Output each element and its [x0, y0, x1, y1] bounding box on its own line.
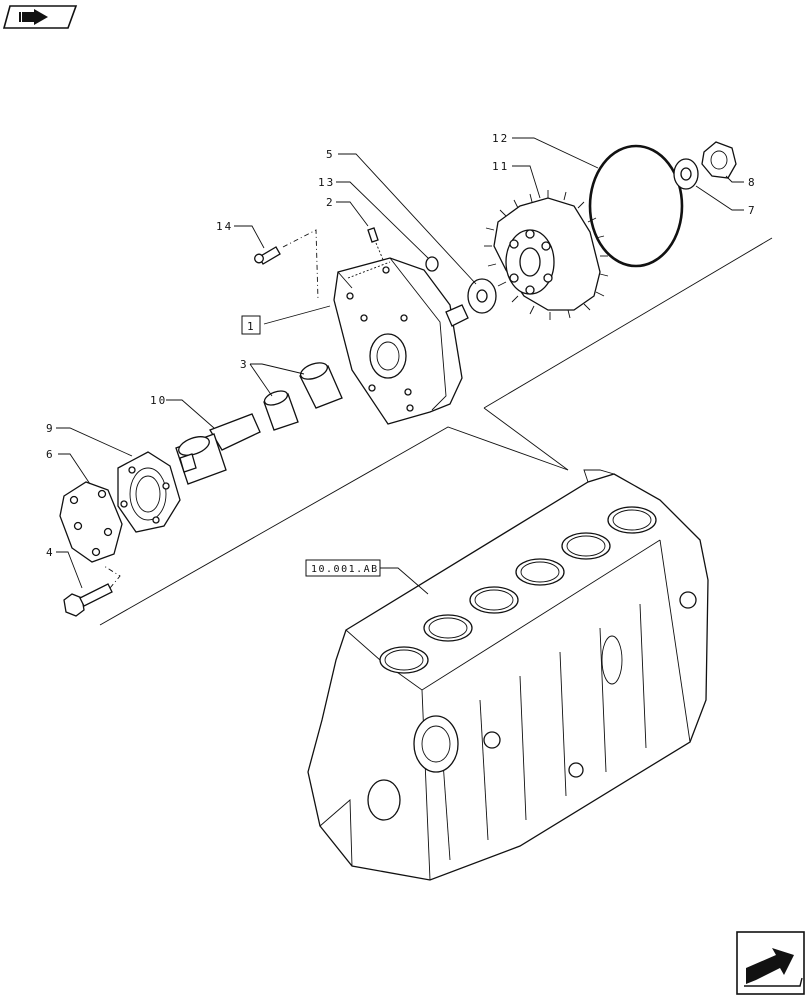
callout-8: 8 — [748, 176, 757, 189]
callout-7: 7 — [748, 204, 757, 217]
callout-9: 9 — [46, 422, 55, 435]
callout-11: 11 — [492, 160, 509, 173]
callout-1: 1 — [247, 320, 256, 333]
explode-boundary — [99, 237, 773, 626]
part-5-washer — [467, 278, 497, 314]
callout-5: 5 — [326, 148, 335, 161]
part-10-shaft — [175, 413, 261, 485]
callout-10: 10 — [150, 394, 167, 407]
reference-link[interactable]: 10.001.AB — [305, 559, 381, 577]
part-4-hex-bolt — [63, 565, 121, 617]
callout-14: 14 — [216, 220, 233, 233]
part-1-housing — [333, 257, 469, 425]
callout-labels: 1 2 3 4 5 6 7 8 9 10 11 12 13 14 — [46, 132, 757, 559]
cylinder-bores — [379, 506, 657, 674]
engine-block — [307, 469, 709, 881]
prev-page-button[interactable] — [2, 5, 78, 29]
part-7-washer — [673, 158, 699, 190]
part-12-large-o-ring — [588, 144, 684, 268]
back-arrow-icon — [19, 9, 48, 25]
part-11-gear — [484, 190, 609, 320]
part-13-o-ring — [425, 256, 439, 272]
callout-1-box — [241, 315, 261, 335]
part-2-pin — [367, 227, 385, 263]
reference-label: 10.001.AB — [311, 564, 379, 575]
callout-13: 13 — [318, 176, 335, 189]
callout-6: 6 — [46, 448, 55, 461]
part-14-bolt — [254, 229, 319, 301]
part-9-flange — [117, 451, 181, 533]
forward-arrow-icon — [744, 948, 803, 987]
part-6-cover — [59, 481, 123, 563]
part-8-nut — [701, 141, 737, 179]
leader-lines — [56, 137, 744, 595]
callout-4: 4 — [46, 546, 55, 559]
part-3-bushings — [263, 362, 343, 431]
callout-3: 3 — [240, 358, 249, 371]
callout-2: 2 — [326, 196, 335, 209]
callout-12: 12 — [492, 132, 509, 145]
next-page-button[interactable] — [736, 931, 805, 995]
